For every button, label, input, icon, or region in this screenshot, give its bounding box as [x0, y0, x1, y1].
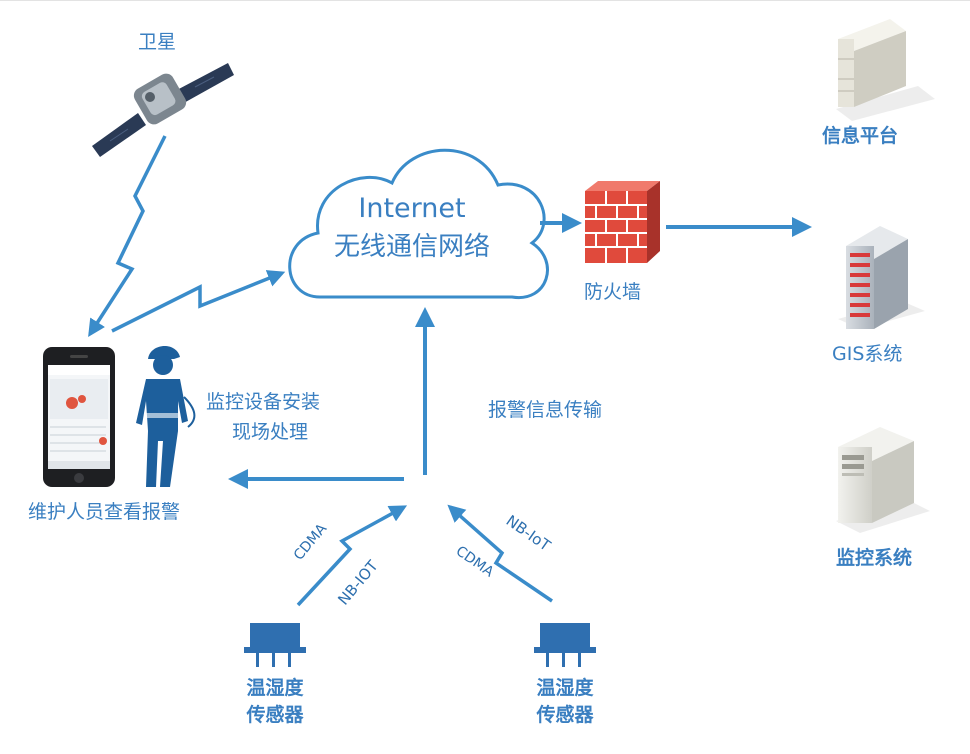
gis-server-icon: [838, 226, 925, 329]
firewall-icon: [585, 181, 660, 263]
info-platform-server-icon: [836, 19, 935, 121]
left-sensor-label-line2: 传感器: [246, 704, 304, 726]
monitor-system-label: 监控系统: [836, 547, 913, 569]
left-sensor-link-arrow: [296, 505, 408, 607]
monitor-server-icon: [836, 427, 930, 533]
firewall-label: 防火墙: [584, 281, 642, 303]
info-platform-label: 信息平台: [822, 125, 899, 147]
satellite-link-arrow: [88, 135, 167, 337]
alarm-transfer-label: 报警信息传输: [488, 399, 603, 421]
right-sensor-label-line2: 传感器: [536, 704, 594, 726]
wireless-network-label: 无线通信网络: [333, 232, 490, 262]
right-nbiot-label: NB-IoT: [503, 512, 555, 556]
satellite-label: 卫星: [138, 31, 177, 53]
smartphone-icon: [43, 347, 115, 487]
maintenance-worker-icon: [136, 345, 196, 487]
left-nbiot-label: NB-IOT: [334, 556, 382, 608]
right-sensor-label-line1: 温湿度: [536, 677, 594, 699]
satellite-icon: [92, 63, 234, 157]
left-sensor-label-line1: 温湿度: [246, 677, 304, 699]
right-sensor-icon: [534, 623, 596, 667]
left-sensor-icon: [244, 623, 306, 667]
internet-cloud: [288, 148, 549, 299]
right-sensor-link-arrow: [447, 504, 553, 603]
install-label-line1: 监控设备安装: [206, 391, 321, 413]
internet-label: Internet: [358, 193, 466, 224]
phone-to-internet-arrow: [111, 270, 286, 333]
install-label-line2: 现场处理: [232, 421, 309, 443]
maintainer-label: 维护人员查看报警: [28, 501, 181, 523]
right-cdma-label: CDMA: [453, 543, 497, 581]
left-cdma-label: CDMA: [291, 521, 331, 564]
gis-system-label: GIS系统: [832, 343, 903, 365]
